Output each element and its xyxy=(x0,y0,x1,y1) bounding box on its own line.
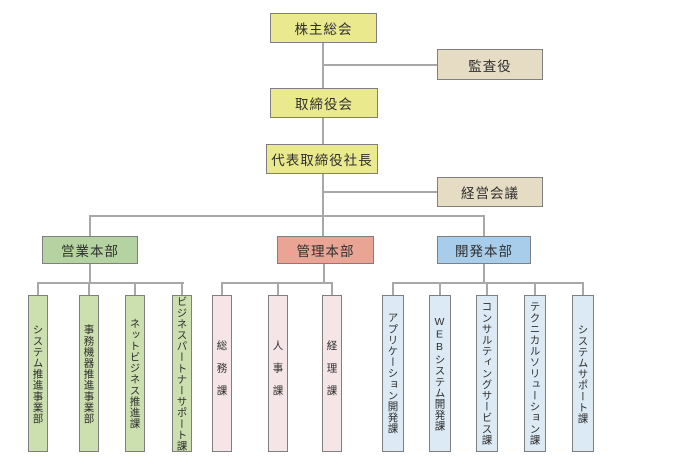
management-council-box: 経営会議 xyxy=(437,177,543,207)
dept-box: 総務課 xyxy=(212,295,232,452)
connector-line xyxy=(89,264,91,283)
dept-box: テクニカルソリューション課 xyxy=(524,295,546,452)
president-label: 代表取締役社長 xyxy=(271,153,373,168)
dept-box: 事務機器推進事業部 xyxy=(79,295,99,452)
shareholders-meeting-label: 株主総会 xyxy=(294,22,353,37)
connector-line xyxy=(37,282,184,284)
dept-label: WEBシステム開発課 xyxy=(433,315,446,432)
dept-label: 経理課 xyxy=(325,339,338,408)
management-council-label: 経営会議 xyxy=(461,186,519,201)
connector-line xyxy=(392,282,584,284)
connector-line xyxy=(89,216,91,236)
dept-label: システムサポート課 xyxy=(576,323,589,424)
division-dev-label: 開発本部 xyxy=(455,244,513,259)
connector-line xyxy=(483,264,485,283)
connector-line xyxy=(88,284,90,295)
connector-line xyxy=(181,284,183,295)
connector-line xyxy=(221,284,223,295)
connector-line xyxy=(322,43,324,89)
connector-line xyxy=(439,284,441,295)
division-dev-box: 開発本部 xyxy=(437,236,531,264)
connector-line xyxy=(221,282,333,284)
connector-line xyxy=(392,284,394,295)
connector-line xyxy=(322,191,438,193)
connector-line xyxy=(582,284,584,295)
division-sales-box: 営業本部 xyxy=(42,236,138,264)
dept-box: 経理課 xyxy=(322,295,342,452)
connector-line xyxy=(331,284,333,295)
dept-box: ビジネスパートナーサポート課 xyxy=(172,295,192,452)
dept-box: システム推進事業部 xyxy=(28,295,48,452)
board-of-directors-box: 取締役会 xyxy=(270,88,378,118)
dept-label: 事務機器推進事業部 xyxy=(82,323,95,424)
dept-box: アプリケーション開発課 xyxy=(382,295,404,452)
dept-box: 人事課 xyxy=(268,295,288,452)
connector-line xyxy=(483,216,485,236)
dept-label: アプリケーション開発課 xyxy=(386,312,399,435)
dept-box: コンサルティングサービス課 xyxy=(476,295,498,452)
dept-label: ビジネスパートナーサポート課 xyxy=(175,295,188,452)
connector-line xyxy=(323,263,325,283)
division-admin-label: 管理本部 xyxy=(296,244,355,259)
shareholders-meeting-box: 株主総会 xyxy=(270,13,377,43)
dept-label: システム推進事業部 xyxy=(31,323,44,424)
president-box: 代表取締役社長 xyxy=(266,144,378,174)
dept-box: ネットビジネス推進課 xyxy=(125,295,145,452)
connector-line xyxy=(322,174,324,236)
board-of-directors-label: 取締役会 xyxy=(295,97,353,112)
connector-line xyxy=(89,215,485,217)
connector-line xyxy=(37,284,39,295)
connector-line xyxy=(134,284,136,295)
dept-box: システムサポート課 xyxy=(572,295,594,452)
dept-label: コンサルティングサービス課 xyxy=(480,301,493,446)
connector-line xyxy=(322,64,438,66)
connector-line xyxy=(486,284,488,295)
dept-label: テクニカルソリューション課 xyxy=(528,301,541,446)
dept-box: WEBシステム開発課 xyxy=(429,295,451,452)
division-sales-label: 営業本部 xyxy=(61,244,119,259)
auditor-label: 監査役 xyxy=(468,58,512,74)
connector-line xyxy=(322,118,324,145)
auditor-box: 監査役 xyxy=(437,49,543,80)
division-admin-box: 管理本部 xyxy=(277,236,374,264)
dept-label: 総務課 xyxy=(215,339,228,408)
connector-line xyxy=(277,284,279,295)
connector-line xyxy=(534,284,536,295)
dept-label: ネットビジネス推進課 xyxy=(128,318,141,429)
dept-label: 人事課 xyxy=(271,339,284,408)
